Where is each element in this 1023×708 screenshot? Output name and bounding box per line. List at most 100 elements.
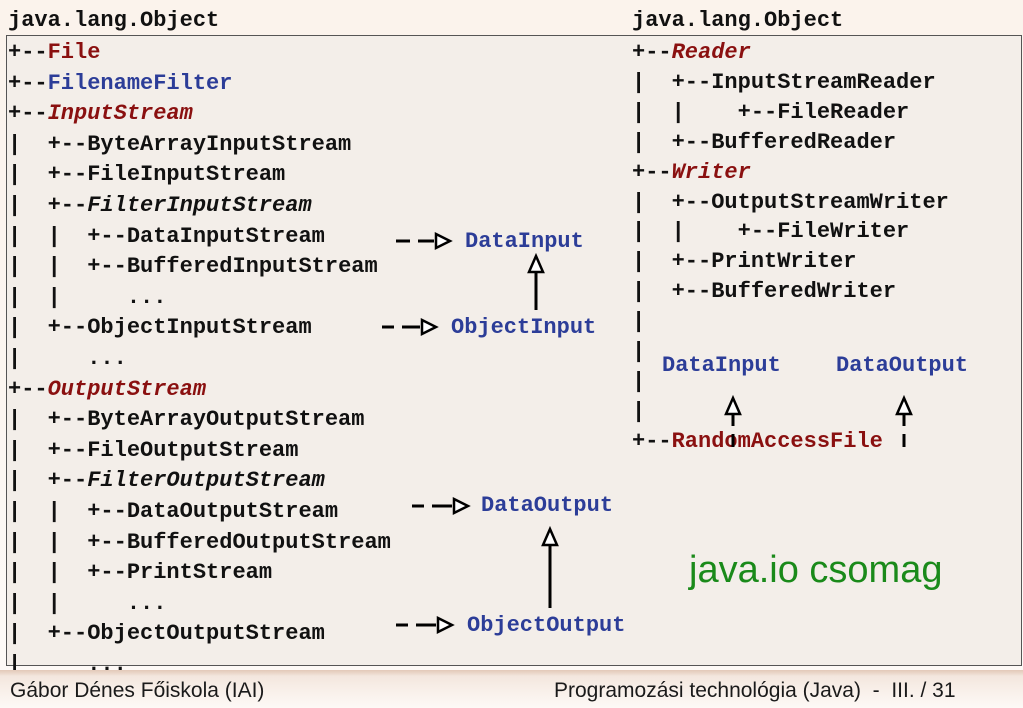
tree-row: | | ...: [8, 591, 166, 617]
tree-branch: | | +--: [632, 219, 778, 245]
tree-branch: | +--: [8, 315, 88, 341]
tree-row: | | +--BufferedInputStream: [8, 254, 378, 280]
class-name: PrintWriter: [711, 249, 857, 275]
implements-arrow-objectoutputstream: [396, 615, 455, 635]
tree-row: | +--ByteArrayOutputStream: [8, 407, 364, 433]
tree-row: +--Reader: [632, 40, 751, 66]
class-name: ...: [126, 590, 167, 616]
class-name: InputStreamReader: [711, 69, 936, 95]
extends-arrow-objectinput: [527, 252, 545, 310]
interface-object-output: ObjectOutput: [467, 613, 626, 638]
implements-arrow-datainputstream: [396, 231, 453, 251]
tree-row: | +--FileInputStream: [8, 162, 285, 188]
tree-row: | | +--BufferedOutputStream: [8, 530, 391, 556]
implements-arrow-raf-datainput: [724, 394, 742, 447]
class-name: BufferedWriter: [711, 279, 897, 305]
class-name: BufferedOutputStream: [126, 529, 391, 555]
tree-branch: | +--: [8, 193, 88, 218]
tree-branch: | | +--: [8, 223, 127, 249]
tree-branch: +--: [8, 101, 48, 127]
tree-branch: | +--: [8, 131, 88, 157]
implements-arrow-dataoutputstream: [412, 496, 471, 516]
class-name: FileInputStream: [87, 162, 286, 188]
class-name: FilterInputStream: [87, 193, 312, 218]
class-name: FilterOutputStream: [87, 468, 325, 494]
tree-branch: | | +--: [8, 254, 127, 280]
tree-row: | +--ObjectOutputStream: [8, 621, 325, 647]
tree-branch: | | +--: [8, 560, 127, 586]
class-name: Reader: [671, 40, 751, 65]
class-name: FileOutputStream: [87, 437, 299, 463]
tree-row: +--RandomAccessFile: [632, 429, 883, 455]
tree-row: | +--BufferedWriter: [632, 279, 896, 305]
tree-branch: | +--: [8, 162, 88, 188]
tree-row: | | +--PrintStream: [8, 560, 272, 586]
left-header: java.lang.Object: [8, 8, 220, 33]
tree-branch: +--: [632, 428, 672, 454]
tree-row: | | +--FileWriter: [632, 219, 909, 245]
class-name: Writer: [671, 159, 751, 185]
class-name: ObjectInputStream: [87, 315, 312, 341]
tree-branch: | | +--: [632, 99, 778, 125]
tree-row: +--OutputStream: [8, 377, 206, 403]
class-name: FileReader: [777, 99, 910, 125]
tree-row: | +--FilterInputStream: [8, 193, 312, 219]
tree-branch: |: [632, 368, 646, 394]
tree-row: |: [632, 399, 645, 425]
class-name: FileWriter: [777, 219, 910, 245]
tree-row: | +--BufferedReader: [632, 130, 896, 156]
footer-institution: Gábor Dénes Főiskola (IAI): [10, 679, 265, 702]
tree-row: | | +--DataOutputStream: [8, 499, 338, 525]
tree-row: | | +--FileReader: [632, 100, 909, 126]
tree-branch: +--: [8, 40, 48, 65]
tree-row: | +--PrintWriter: [632, 249, 856, 275]
tree-branch: | +--: [8, 621, 88, 647]
class-name: RandomAccessFile: [671, 428, 883, 454]
tree-row: | +--FilterOutputStream: [8, 468, 325, 494]
class-name: ByteArrayOutputStream: [87, 407, 365, 433]
tree-branch: | +--: [632, 189, 712, 215]
class-name: ...: [87, 346, 127, 371]
class-name: DataOutputStream: [126, 499, 339, 524]
class-name: PrintStream: [126, 560, 273, 586]
tree-row: |: [632, 369, 645, 395]
tree-row: +--InputStream: [8, 101, 193, 127]
class-name: FilenameFilter: [47, 70, 233, 96]
class-name: OutputStream: [47, 376, 207, 402]
class-name: BufferedReader: [711, 129, 897, 155]
tree-branch: |: [632, 398, 646, 424]
tree-branch: +--: [632, 40, 672, 65]
tree-branch: |: [8, 346, 88, 371]
tree-row: | +--FileOutputStream: [8, 438, 298, 464]
tree-branch: | +--: [8, 437, 88, 463]
package-label: java.io csomag: [689, 549, 943, 591]
tree-branch: +--: [632, 159, 672, 185]
class-name: OutputStreamWriter: [711, 189, 949, 215]
implements-arrow-objectinputstream: [382, 317, 439, 337]
interface-data-output: DataOutput: [481, 493, 614, 518]
tree-row: +--FilenameFilter: [8, 71, 232, 97]
tree-branch: |: [632, 339, 659, 364]
tree-branch: | +--: [632, 279, 712, 305]
class-name: BufferedInputStream: [126, 254, 378, 280]
raf-interface-data-output: DataOutput: [836, 353, 969, 378]
footer-bar: [0, 670, 1023, 708]
class-name: ObjectOutputStream: [87, 621, 325, 647]
tree-row: +--Writer: [632, 160, 751, 186]
implements-arrow-raf-dataoutput: [895, 394, 913, 447]
tree-row: | ...: [8, 346, 127, 372]
tree-branch: +--: [8, 376, 48, 402]
footer-course-page: Programozási technológia (Java) - III. /…: [554, 679, 956, 702]
tree-branch: | |: [8, 590, 127, 616]
class-name: ByteArrayInputStream: [87, 131, 352, 157]
tree-branch: | +--: [8, 468, 88, 494]
tree-row: | +--ByteArrayInputStream: [8, 132, 351, 158]
tree-row: +--File: [8, 40, 100, 66]
right-header: java.lang.Object: [632, 8, 844, 33]
tree-branch: |: [632, 309, 646, 335]
extends-arrow-objectoutput: [541, 525, 559, 608]
tree-row: | | ...: [8, 285, 166, 311]
tree-branch: +--: [8, 70, 48, 96]
tree-row: |: [632, 339, 658, 365]
